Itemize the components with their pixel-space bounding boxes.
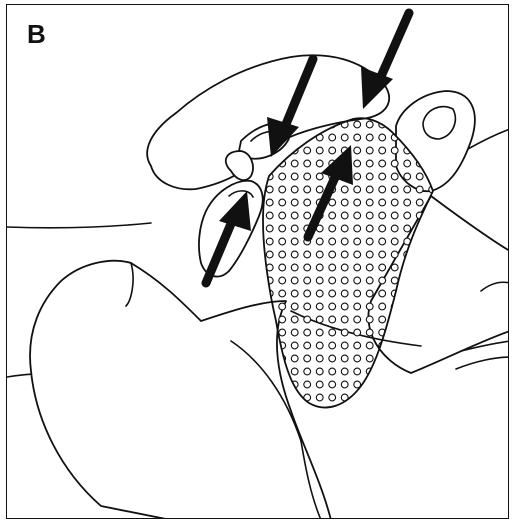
panel-label: B [27,21,46,47]
hands-applying-perforated-patch-illustration [7,5,509,519]
figure-frame: B [6,4,509,519]
